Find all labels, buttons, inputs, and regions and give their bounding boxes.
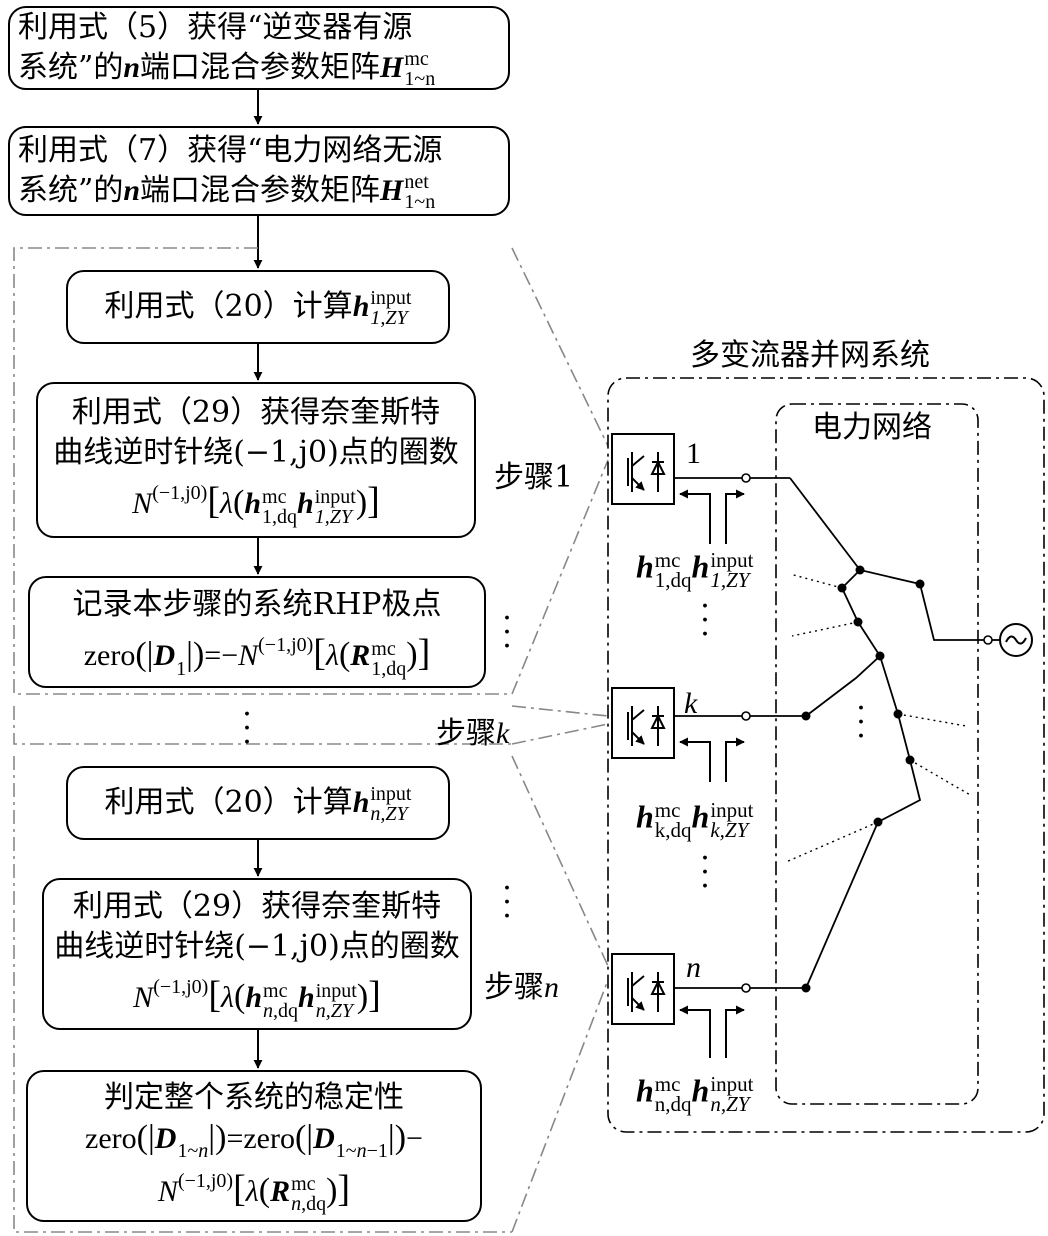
stepk-label: 步骤k — [436, 716, 510, 751]
port-label-k: k — [684, 687, 698, 720]
step1-calc-h: h — [352, 289, 370, 323]
ellipsis-step1: ··· — [502, 601, 512, 664]
zoom-line-na — [511, 755, 609, 967]
zoom-line-kb — [511, 723, 609, 745]
box1-line2-post: 端口混合参数矩阵 — [140, 49, 381, 85]
step1-label: 步骤1 — [494, 460, 574, 495]
box1-n: n — [123, 50, 141, 84]
box2-H-symbol: H — [380, 173, 404, 207]
zoom-line-ka — [511, 705, 609, 717]
network-nodes — [801, 565, 925, 993]
step1-nyq-line1: 利用式（29）获得奈奎斯特 — [71, 395, 441, 431]
stepn-nyq-line2: 曲线逆时针绕(−1,j0)点的圈数 — [54, 929, 460, 965]
box-step1-nyquist: 利用式（29）获得奈奎斯特 曲线逆时针绕(−1,j0)点的圈数 N(−1,j0)… — [36, 382, 476, 538]
port-terminals — [741, 473, 993, 993]
box1-H-symbol: H — [380, 50, 404, 84]
converter-1 — [611, 433, 675, 505]
port-label-1: 1 — [686, 437, 701, 470]
box-stepn-final: 判定整个系统的稳定性 zero(|D 1~n|)=zero(|D 1~n−1|)… — [26, 1070, 482, 1222]
stepn-nyq-line1: 利用式（29）获得奈奎斯特 — [72, 889, 442, 925]
zoom-line-1a — [511, 247, 609, 447]
box1-H-sub: 1~n — [404, 67, 436, 90]
box2-H-sup: net — [404, 170, 429, 193]
port-label-n: n — [686, 951, 701, 984]
stepn-final-formula1: zero(|D 1~n|)=zero(|D 1~n−1|)− — [85, 1118, 423, 1162]
box-stepn-nyquist: 利用式（29）获得奈奎斯特 曲线逆时针绕(−1,j0)点的圈数 N(−1,j0)… — [42, 878, 472, 1030]
ellipsis-between-steps: ··· — [242, 697, 252, 760]
system-title: 多变流器并网系统 — [690, 338, 930, 373]
box2-line1: 利用式（7）获得“电力网络无源 — [18, 132, 443, 168]
zoom-line-nb — [511, 979, 609, 1233]
box2-line2-post: 端口混合参数矩阵 — [140, 172, 381, 208]
step1-calc-sup: input — [370, 286, 412, 309]
box2-line2-pre: 系统”的 — [18, 172, 124, 208]
converter-blocks — [611, 433, 675, 1025]
step1-calc-text: 利用式（20）计算 — [104, 288, 353, 324]
stepn-calc-sup: input — [370, 782, 412, 805]
stepn-label: 步骤n — [484, 970, 559, 1005]
network-label: 电力网络 — [812, 410, 932, 445]
step-regions — [13, 247, 609, 1233]
box2-H-sub: 1~n — [404, 190, 436, 213]
step1-region — [13, 247, 512, 695]
box2-n: n — [123, 173, 141, 207]
stepn-calc-h: h — [352, 785, 370, 819]
network-frame — [775, 403, 979, 1105]
box1-line2-pre: 系统”的 — [18, 49, 124, 85]
system-frames — [607, 377, 1045, 1133]
system-frame — [607, 377, 1045, 1133]
step1-rec-line1: 记录本步骤的系统RHP极点 — [72, 587, 442, 623]
stepk-region — [13, 706, 512, 745]
stepn-calc-sub: n,ZY — [370, 802, 408, 825]
zoom-line-1b — [511, 459, 609, 695]
ellipsis-port-k: ··· — [700, 841, 710, 904]
step1-nyq-line2: 曲线逆时针绕(−1,j0)点的圈数 — [53, 435, 459, 471]
port-arrows — [679, 489, 745, 1058]
converter-k — [611, 687, 675, 759]
ac-source-icon — [992, 623, 1033, 657]
stepn-final-line1: 判定整个系统的稳定性 — [104, 1079, 404, 1115]
stepn-calc-text: 利用式（20）计算 — [104, 784, 353, 820]
ellipsis-network: ··· — [856, 691, 866, 754]
converter-n — [611, 953, 675, 1025]
box1-line1: 利用式（5）获得“逆变器有源 — [18, 9, 413, 45]
ellipsis-stepn: ··· — [502, 871, 512, 934]
ellipsis-port-1: ··· — [700, 589, 710, 652]
box1-H-sup: mc — [404, 47, 429, 70]
step1-calc-sub: 1,ZY — [370, 306, 408, 329]
